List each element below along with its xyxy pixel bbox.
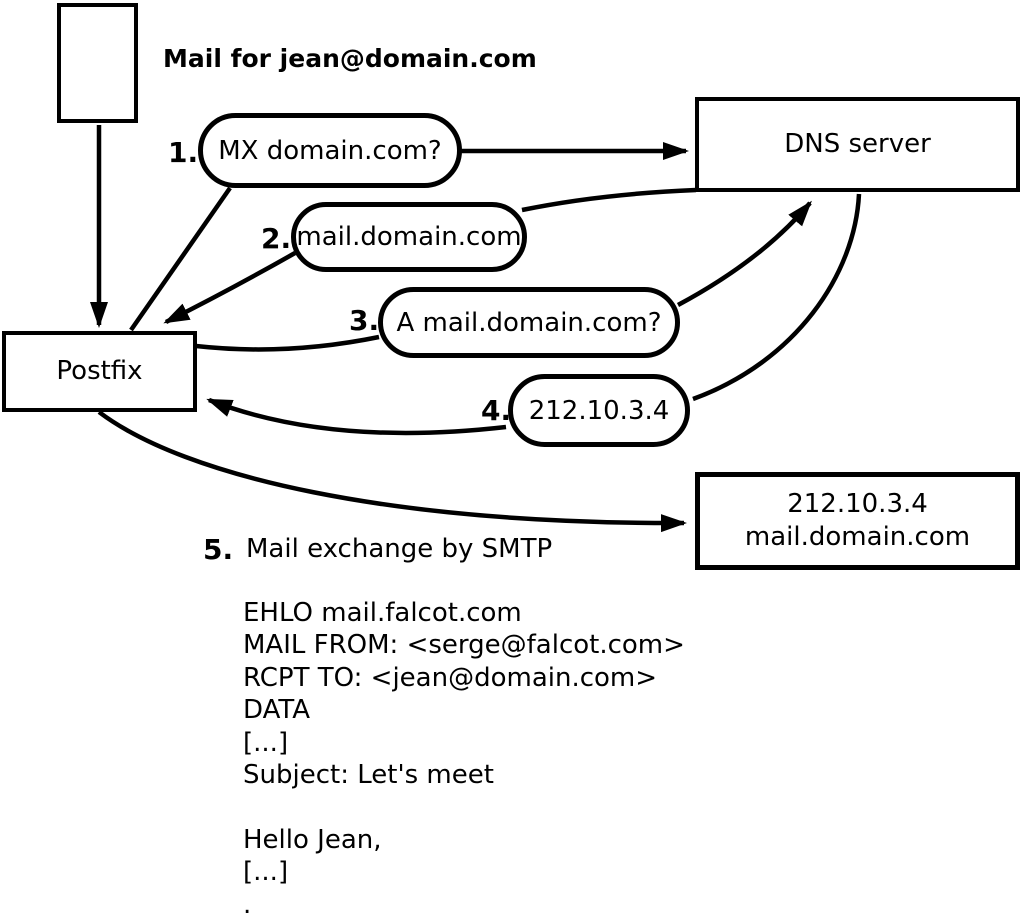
diagram-title: Mail for jean@domain.com (163, 44, 537, 73)
line-postfix-to-step1 (129, 186, 232, 332)
step3-query-pill: A mail.domain.com? (378, 287, 680, 358)
line-postfix-to-step3 (195, 334, 380, 352)
step2-number: 2. (261, 222, 292, 255)
arrow-step2-to-postfix (163, 251, 297, 325)
smtp-session-text: EHLO mail.falcot.com MAIL FROM: <serge@f… (243, 598, 685, 919)
arrow-step4-to-postfix (206, 397, 507, 436)
line-dns-to-step2 (521, 187, 697, 213)
arrow-postfix-to-mailserver (97, 410, 687, 533)
step4-answer-text: 212.10.3.4 (528, 395, 670, 426)
postfix-node: Postfix (2, 331, 197, 412)
line-dns-to-step4 (692, 193, 862, 402)
step3-number: 3. (349, 304, 380, 337)
step1-number: 1. (168, 136, 199, 169)
postfix-label: Postfix (56, 356, 143, 386)
step5-text: Mail exchange by SMTP (246, 534, 553, 564)
dns-server-label: DNS server (784, 129, 931, 159)
step2-answer-text: mail.domain.com (296, 222, 522, 252)
step4-answer-pill: 212.10.3.4 (508, 374, 690, 447)
step3-query-text: A mail.domain.com? (396, 307, 662, 338)
step2-answer-pill: mail.domain.com (291, 202, 527, 272)
step1-query-pill: MX domain.com? (198, 113, 462, 188)
mail-server-hostname: mail.domain.com (744, 522, 971, 552)
step4-number: 4. (481, 394, 512, 427)
arrow-step3-to-dns (676, 200, 812, 307)
step5-number: 5. (203, 533, 234, 566)
step1-query-text: MX domain.com? (218, 135, 442, 166)
dns-server-node: DNS server (695, 97, 1020, 192)
mail-server-node: 212.10.3.4 mail.domain.com (695, 472, 1020, 570)
mail-server-ip: 212.10.3.4 (787, 489, 928, 519)
message-envelope-box (57, 3, 138, 123)
